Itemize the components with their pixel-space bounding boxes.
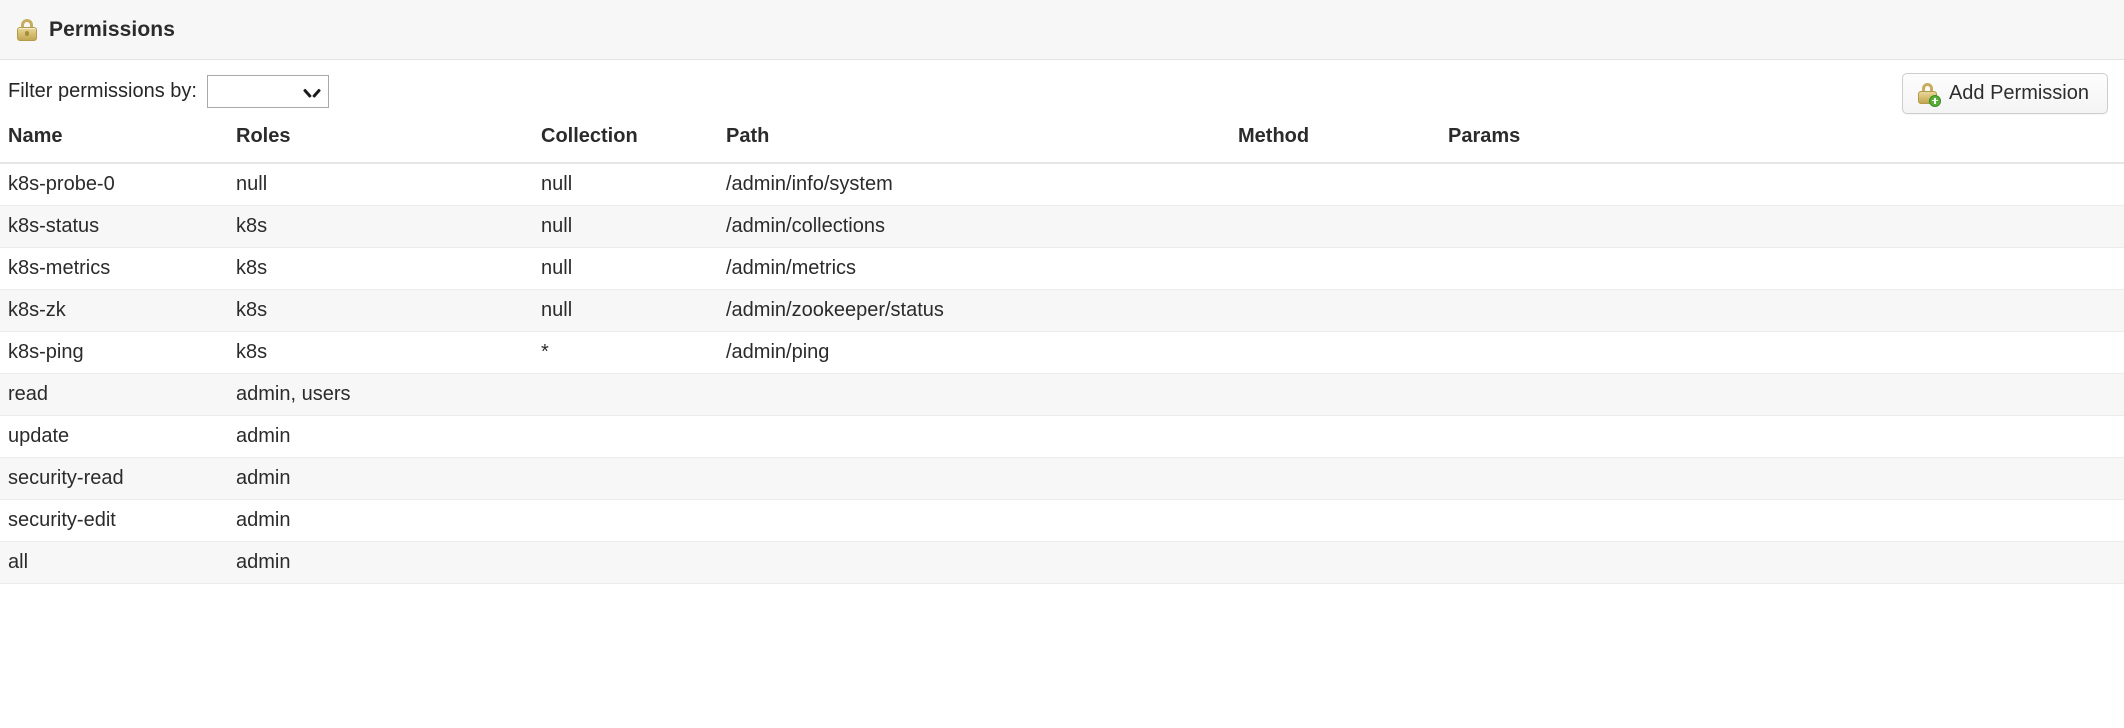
cell-roles: k8s <box>228 289 533 332</box>
cell-path <box>718 373 1230 416</box>
toolbar: Filter permissions by: Add Permission <box>0 60 2124 123</box>
cell-params <box>1440 457 2124 500</box>
column-header-params[interactable]: Params <box>1440 123 2124 164</box>
cell-name: all <box>0 541 228 584</box>
cell-path: /admin/zookeeper/status <box>718 289 1230 332</box>
cell-name: update <box>0 415 228 458</box>
section-header: Permissions <box>0 0 2124 60</box>
cell-collection <box>533 373 718 416</box>
cell-params <box>1440 541 2124 584</box>
cell-method <box>1230 499 1440 542</box>
cell-path: /admin/ping <box>718 331 1230 374</box>
cell-roles: admin <box>228 457 533 500</box>
cell-params <box>1440 163 2124 206</box>
cell-method <box>1230 541 1440 584</box>
cell-path: /admin/collections <box>718 205 1230 248</box>
lock-add-icon <box>1917 82 1941 107</box>
cell-path <box>718 499 1230 542</box>
cell-name: security-edit <box>0 499 228 542</box>
cell-collection: null <box>533 289 718 332</box>
cell-method <box>1230 247 1440 290</box>
add-permission-label: Add Permission <box>1948 82 2089 104</box>
cell-method <box>1230 415 1440 458</box>
cell-collection: null <box>533 205 718 248</box>
cell-collection <box>533 457 718 500</box>
cell-params <box>1440 247 2124 290</box>
cell-params <box>1440 331 2124 374</box>
permissions-table: Name Roles Collection Path Method Params… <box>0 123 2124 584</box>
cell-name: k8s-probe-0 <box>0 163 228 206</box>
cell-roles: admin <box>228 541 533 584</box>
cell-path <box>718 415 1230 458</box>
cell-name: k8s-ping <box>0 331 228 374</box>
column-header-method[interactable]: Method <box>1230 123 1440 164</box>
cell-roles: admin, users <box>228 373 533 416</box>
cell-collection: null <box>533 247 718 290</box>
cell-params <box>1440 499 2124 542</box>
cell-method <box>1230 331 1440 374</box>
cell-params <box>1440 205 2124 248</box>
cell-params <box>1440 415 2124 458</box>
cell-method <box>1230 457 1440 500</box>
filter-permissions-select[interactable] <box>206 75 329 108</box>
cell-collection <box>533 499 718 542</box>
cell-params <box>1440 289 2124 332</box>
cell-name: k8s-status <box>0 205 228 248</box>
cell-roles: k8s <box>228 331 533 374</box>
cell-path: /admin/info/system <box>718 163 1230 206</box>
cell-collection <box>533 541 718 584</box>
cell-collection <box>533 415 718 458</box>
cell-roles: k8s <box>228 247 533 290</box>
cell-method <box>1230 205 1440 248</box>
column-header-path[interactable]: Path <box>718 123 1230 164</box>
page-title: Permissions <box>49 17 175 41</box>
cell-roles: admin <box>228 499 533 542</box>
filter-label: Filter permissions by: <box>8 80 197 102</box>
column-header-roles[interactable]: Roles <box>228 123 533 164</box>
cell-method <box>1230 163 1440 206</box>
cell-roles: null <box>228 163 533 206</box>
add-permission-button[interactable]: Add Permission <box>1901 73 2108 114</box>
cell-name: k8s-zk <box>0 289 228 332</box>
table-header-row: Name Roles Collection Path Method Params <box>0 123 2124 164</box>
cell-collection: null <box>533 163 718 206</box>
cell-name: security-read <box>0 457 228 500</box>
cell-params <box>1440 373 2124 416</box>
chevron-down-icon <box>305 86 319 100</box>
cell-path <box>718 457 1230 500</box>
cell-name: k8s-metrics <box>0 247 228 290</box>
cell-path <box>718 541 1230 584</box>
cell-roles: admin <box>228 415 533 458</box>
lock-icon <box>16 18 38 42</box>
column-header-collection[interactable]: Collection <box>533 123 718 164</box>
table-head: Name Roles Collection Path Method Params <box>0 123 2124 164</box>
cell-collection: * <box>533 331 718 374</box>
cell-roles: k8s <box>228 205 533 248</box>
column-header-name[interactable]: Name <box>0 123 228 164</box>
cell-method <box>1230 373 1440 416</box>
cell-path: /admin/metrics <box>718 247 1230 290</box>
cell-method <box>1230 289 1440 332</box>
cell-name: read <box>0 373 228 416</box>
